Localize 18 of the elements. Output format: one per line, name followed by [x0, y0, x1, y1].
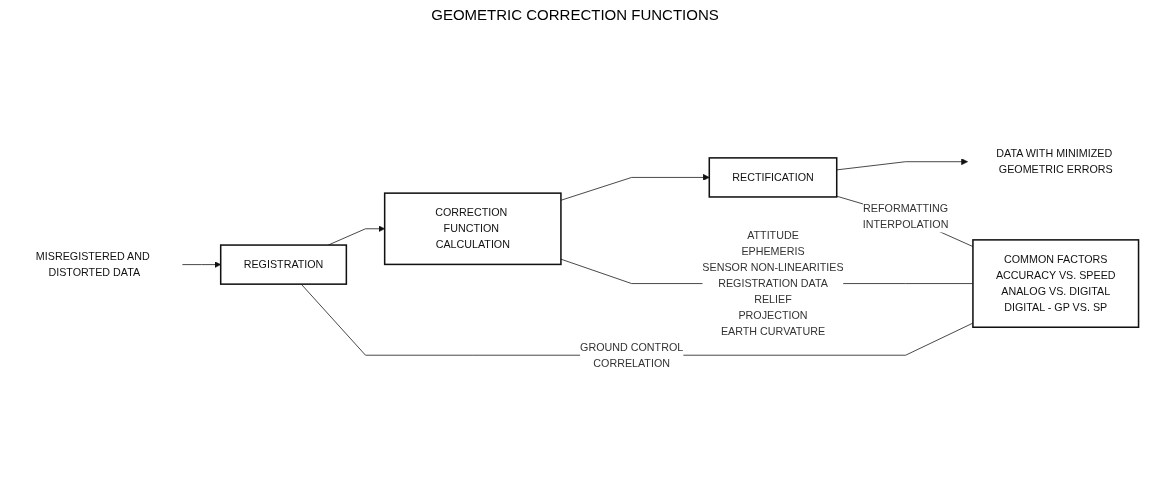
- node-label: EPHEMERIS: [741, 245, 805, 258]
- node-label: PROJECTION: [738, 309, 808, 322]
- node-box: CORRECTION FUNCTION CALCULATION: [383, 192, 562, 266]
- node-label: EARTH CURVATURE: [720, 325, 826, 338]
- diagram-title: GEOMETRIC CORRECTION FUNCTIONS: [430, 6, 720, 23]
- node-label: RELIEF: [754, 293, 792, 306]
- node-label: REGISTRATION DATA: [718, 277, 828, 290]
- node-box: COMMON FACTORS ACCURACY VS. SPEED ANALOG VS. DIGITAL DIGITAL - GP VS. SP: [972, 239, 1140, 329]
- node-text: DATA WITH MINIMIZED GEOMETRIC ERRORS: [996, 147, 1113, 176]
- node-label: GROUND CONTROL: [580, 340, 684, 354]
- node-label: CORRELATION: [593, 357, 670, 370]
- node-text: MISREGISTERED AND DISTORTED DATA: [35, 250, 150, 279]
- node-label: REFORMATTING: [863, 202, 949, 215]
- node-box: REGISTRATION: [219, 244, 348, 286]
- node-label: INTERPOLATION: [862, 218, 949, 231]
- node-label: SENSOR NON-LINEARITIES: [702, 261, 844, 274]
- node-box: RECTIFICATION: [708, 157, 838, 198]
- node-label: ATTITUDE: [747, 229, 799, 242]
